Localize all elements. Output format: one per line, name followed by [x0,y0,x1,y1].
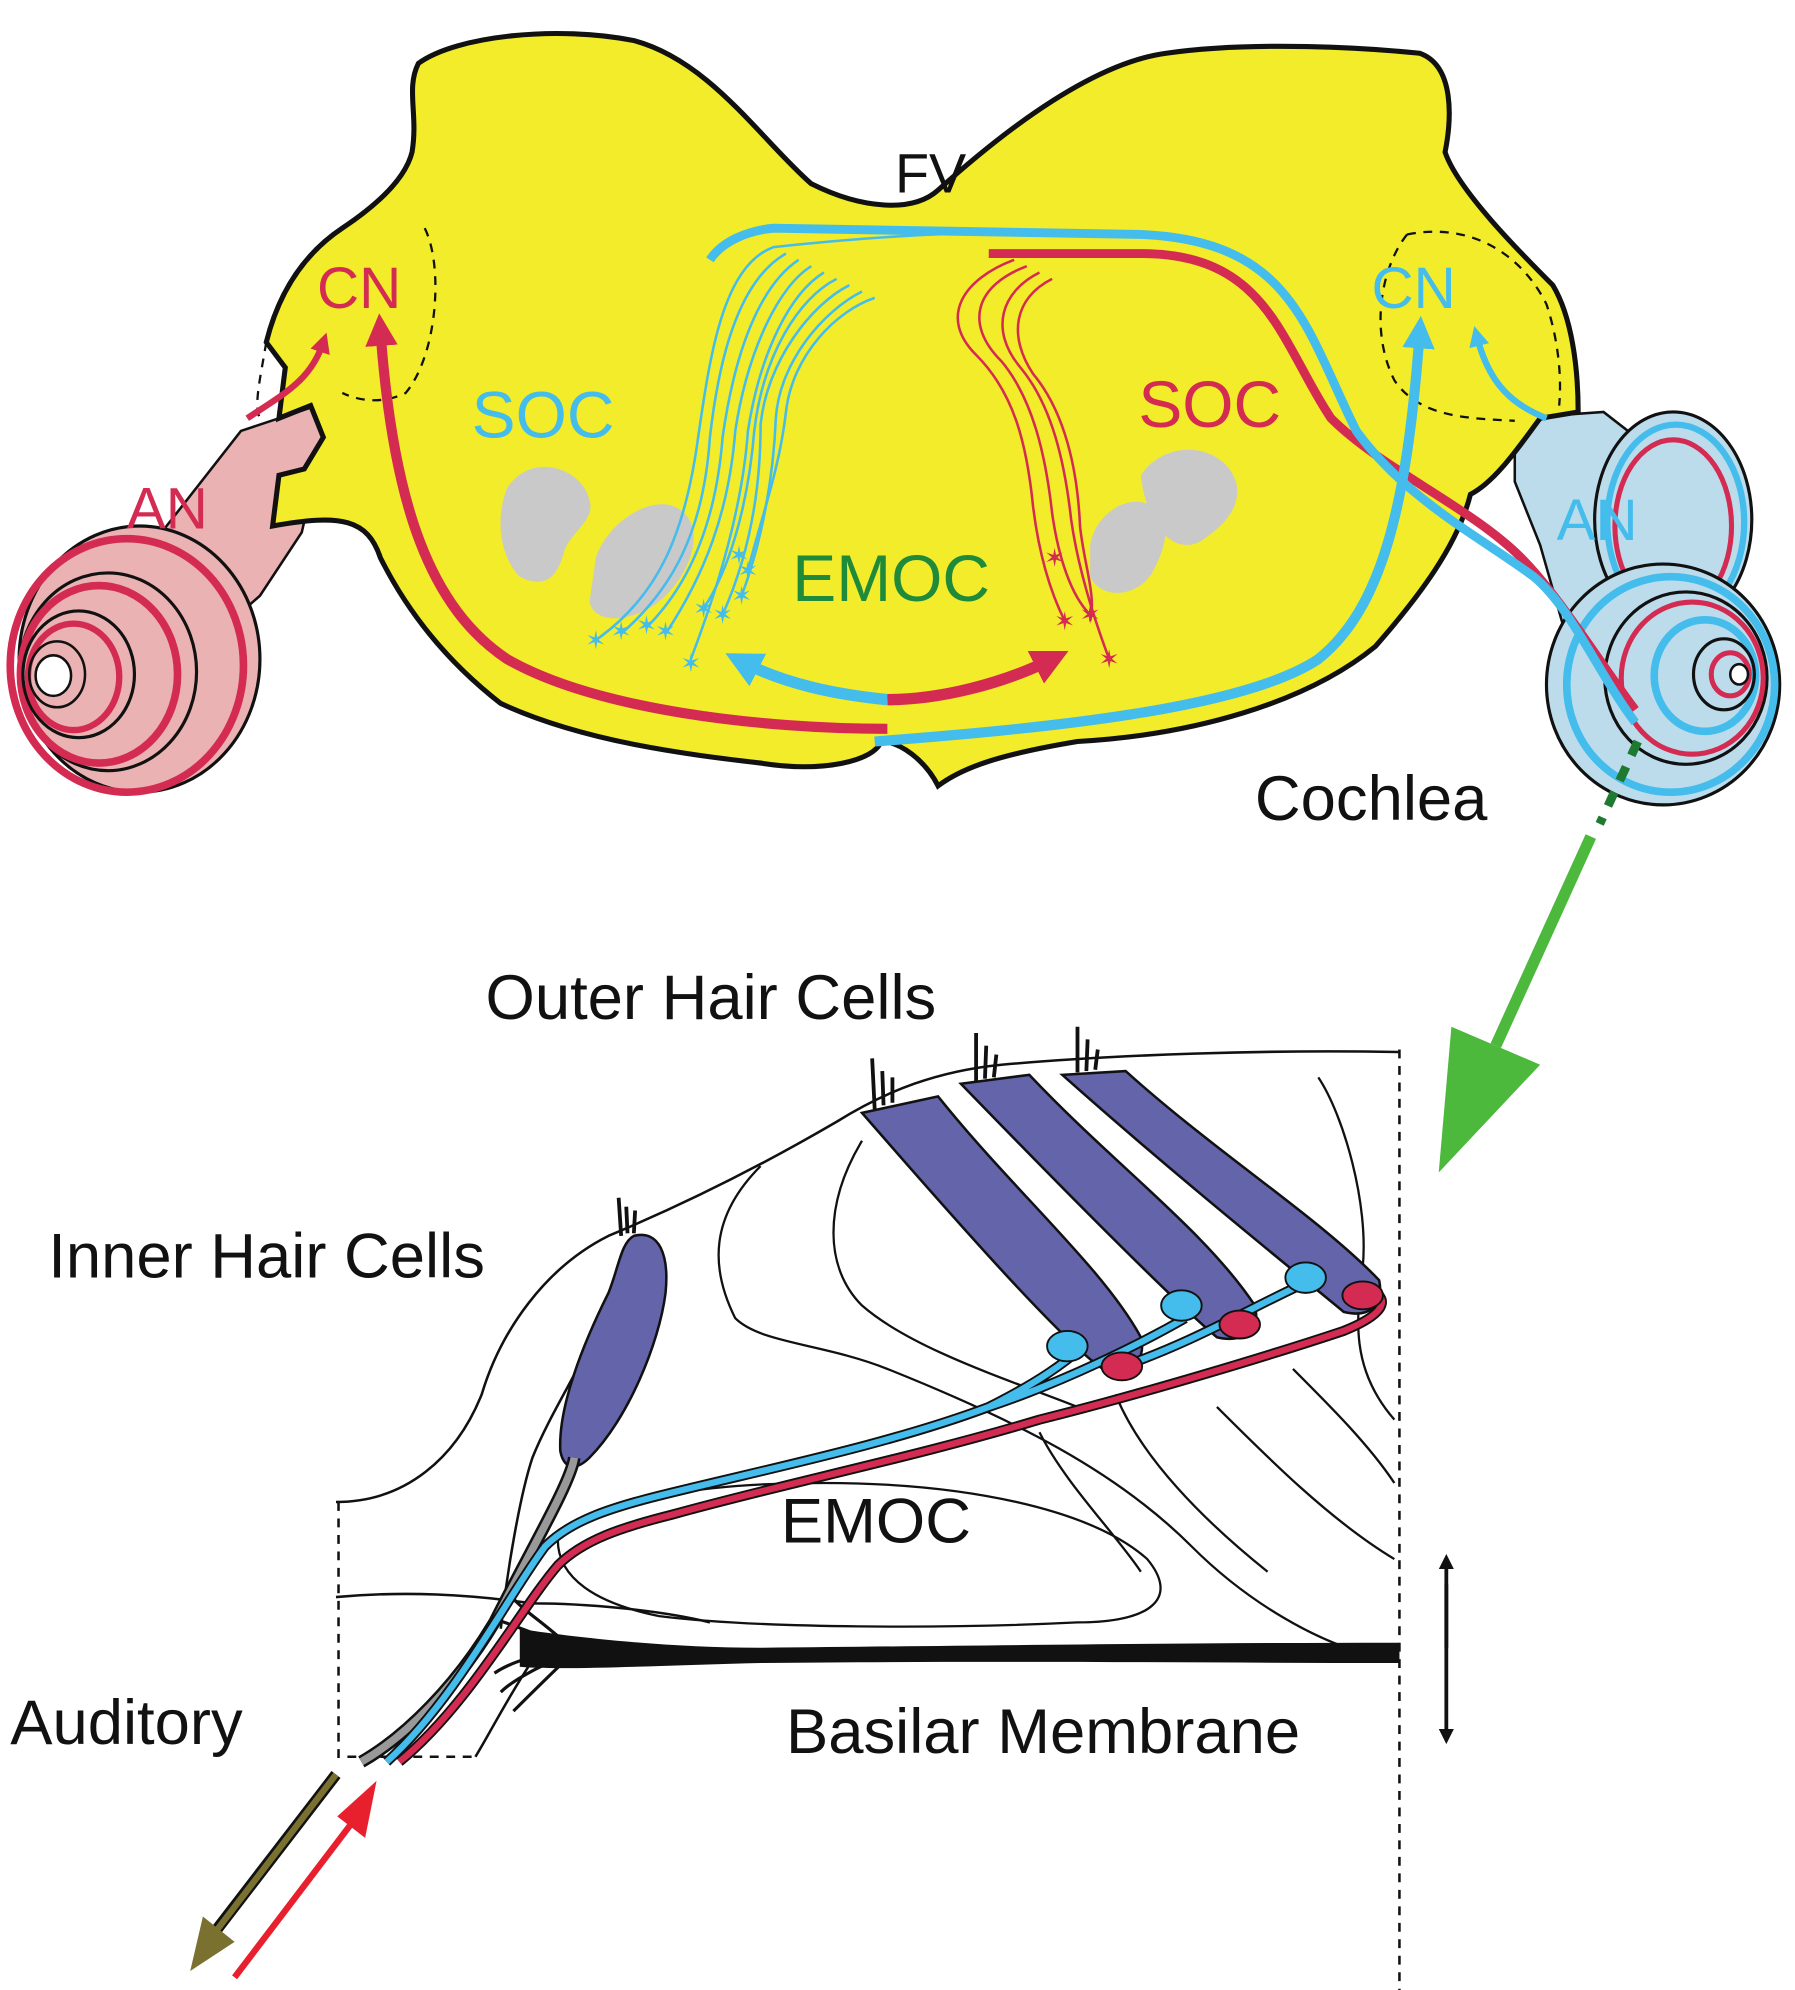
svg-text:✶: ✶ [728,540,749,570]
red-soma-stars: ✶ ✶ ✶ ✶ [1044,543,1120,674]
svg-text:✶: ✶ [712,600,733,630]
right-cochlea [1513,410,1782,807]
an-right-label: AN [1557,488,1638,553]
cn-right-label: CN [1372,256,1456,321]
emoc-arrow-blue-half [725,653,888,706]
blue-moc-fibers [595,230,1141,660]
blue-pathway [706,223,1639,726]
inner-hair-cell [558,1233,668,1468]
efferent-in-arrow [232,1816,358,1980]
zoom-arrow-head [1438,1026,1541,1173]
svg-text:✶: ✶ [1080,600,1101,630]
left-soc-nucleus [500,466,694,619]
svg-text:✶: ✶ [693,593,714,623]
efferent-terminals [1046,1261,1384,1382]
svg-text:✶: ✶ [1044,543,1065,573]
organ-of-corti [335,1026,1454,1990]
basilar-membrane-label: Basilar Membrane [786,1697,1300,1767]
inner-hair-cell-afferent [358,1456,581,1768]
svg-text:✶: ✶ [585,625,606,655]
right-cn-outline [1379,233,1515,422]
zoom-arrow-shaft [1490,834,1597,1049]
emoc-top-label: EMOC [792,541,990,615]
svg-text:✶: ✶ [1099,644,1120,674]
cochlea-zoom-pointer [1595,739,1642,826]
emoc-bottom-label: EMOC [781,1487,971,1557]
outer-hair-cell-1 [859,1094,1144,1372]
red-moc-fibers [956,258,1111,660]
cn-left-label: CN [317,256,401,321]
svg-text:✶: ✶ [611,616,632,646]
svg-text:✶: ✶ [680,648,701,678]
soc-left-label: SOC [472,377,615,451]
an-left-label: AN [127,477,208,542]
svg-text:✶: ✶ [1054,606,1075,636]
basilar-membrane [519,1628,1400,1669]
blue-an-to-cn-right [1469,326,1548,422]
auditory-label: Auditory [10,1688,243,1758]
left-cochlea [6,403,325,796]
fv-label: FV [895,143,966,205]
svg-text:✶: ✶ [655,616,676,646]
svg-text:✶: ✶ [636,610,657,640]
red-ascending-left-arc [365,313,888,734]
cochlea-label: Cochlea [1255,764,1488,834]
left-cn-outline [341,227,437,402]
outer-hair-cells-label: Outer Hair Cells [486,963,937,1033]
svg-text:✶: ✶ [737,555,758,585]
svg-text:✶: ✶ [731,581,752,611]
emoc-arrow-red-half [887,650,1069,706]
inner-hair-cells-label: Inner Hair Cells [48,1222,485,1292]
blue-soma-stars: ✶ ✶ ✶ ✶ ✶ ✶ ✶ ✶ ✶ ✶ [585,540,758,678]
red-an-to-cn-left [245,332,330,421]
right-soc-nucleus [1090,449,1238,593]
blue-ascending-right-arc [874,315,1435,747]
soc-right-label: SOC [1138,367,1281,441]
